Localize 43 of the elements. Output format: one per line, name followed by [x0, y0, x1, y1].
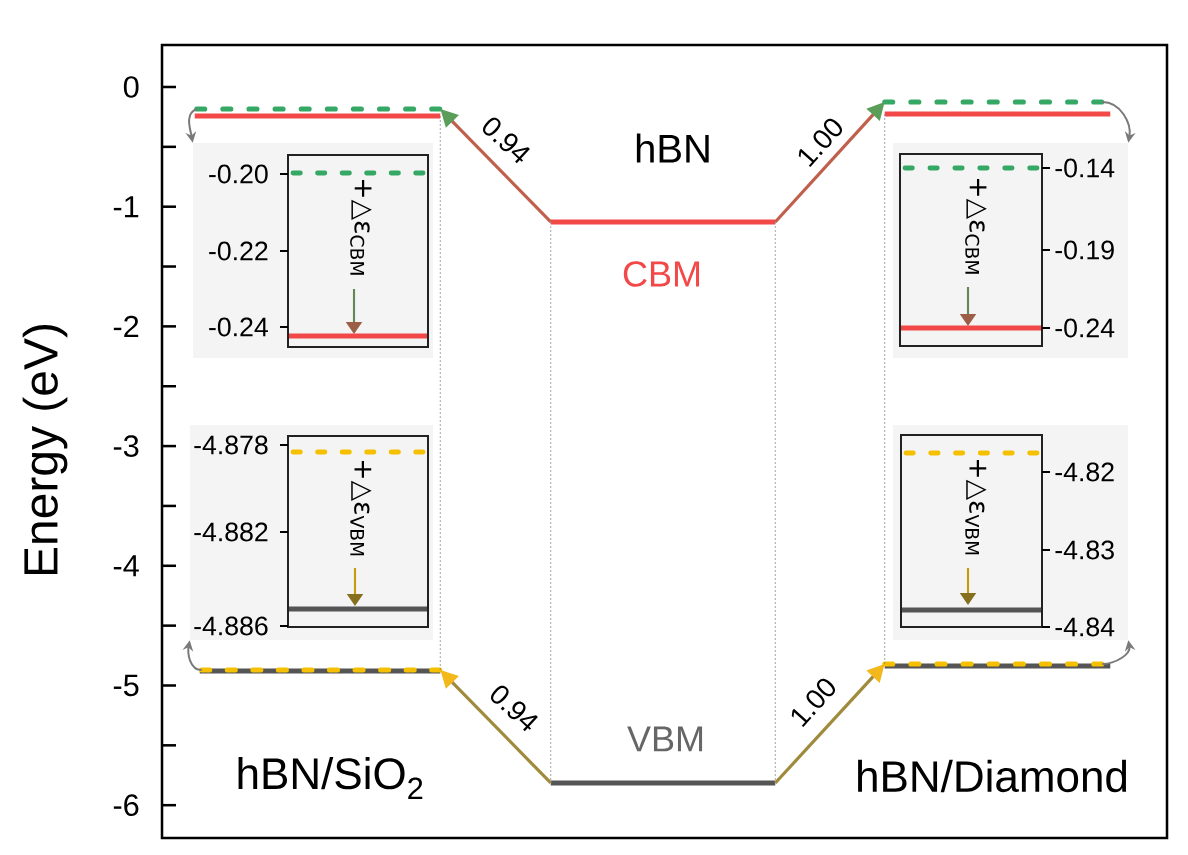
tick-label: 0 [123, 76, 139, 98]
tick-label: -0.24 [209, 317, 268, 337]
tick-label: -0.19 [1055, 240, 1114, 260]
level-label: VBM [627, 726, 703, 752]
guide-line [774, 221, 776, 784]
tick-label: -2 [113, 315, 139, 338]
shift-label: +△ε$_{VBM}$ [965, 460, 987, 555]
tick-label: -6 [113, 794, 139, 817]
tick-label: -5 [113, 674, 139, 697]
edge-label: 0.94 [485, 680, 543, 736]
material-label: hBN/Diamond [858, 759, 1127, 793]
tick-label: -1 [113, 196, 139, 218]
tick-label: -0.22 [209, 241, 268, 261]
tick-label: -4.886 [194, 616, 268, 636]
tick-label: -4 [113, 555, 139, 577]
energy-level [550, 780, 776, 786]
guide-line [550, 221, 552, 784]
tick-label: -4.882 [194, 522, 268, 542]
energy-level [884, 111, 1111, 117]
energy-level [194, 106, 443, 112]
level-label: CBM [623, 261, 700, 287]
guide-line [439, 115, 441, 672]
shift-label: +△ε$_{CBM}$ [350, 180, 372, 275]
axis-title: Energy (eV) [22, 325, 68, 575]
shift-label: +△ε$_{VBM}$ [350, 461, 372, 556]
energy-level [882, 99, 1105, 105]
tick-label: -4.84 [1055, 617, 1115, 637]
material-label: hBN/SiO$_{2}$ [238, 757, 423, 799]
energy-level [194, 113, 441, 119]
energy-level [550, 219, 776, 225]
tick-label: -3 [113, 435, 139, 457]
guide-line [884, 113, 886, 667]
tick-label: -0.24 [1055, 318, 1115, 338]
energy-level [882, 661, 1105, 667]
tick-label: -4.878 [194, 435, 268, 455]
tick-label: -0.14 [1055, 158, 1115, 178]
tick-label: -4.83 [1055, 540, 1114, 560]
tick-label: -0.20 [209, 164, 268, 184]
tick-label: -4.82 [1055, 462, 1114, 482]
material-label: hBN [636, 133, 709, 163]
shift-label: +△ε$_{CBM}$ [965, 179, 987, 274]
edge-label: 0.94 [477, 112, 535, 168]
energy-level [884, 663, 1111, 669]
